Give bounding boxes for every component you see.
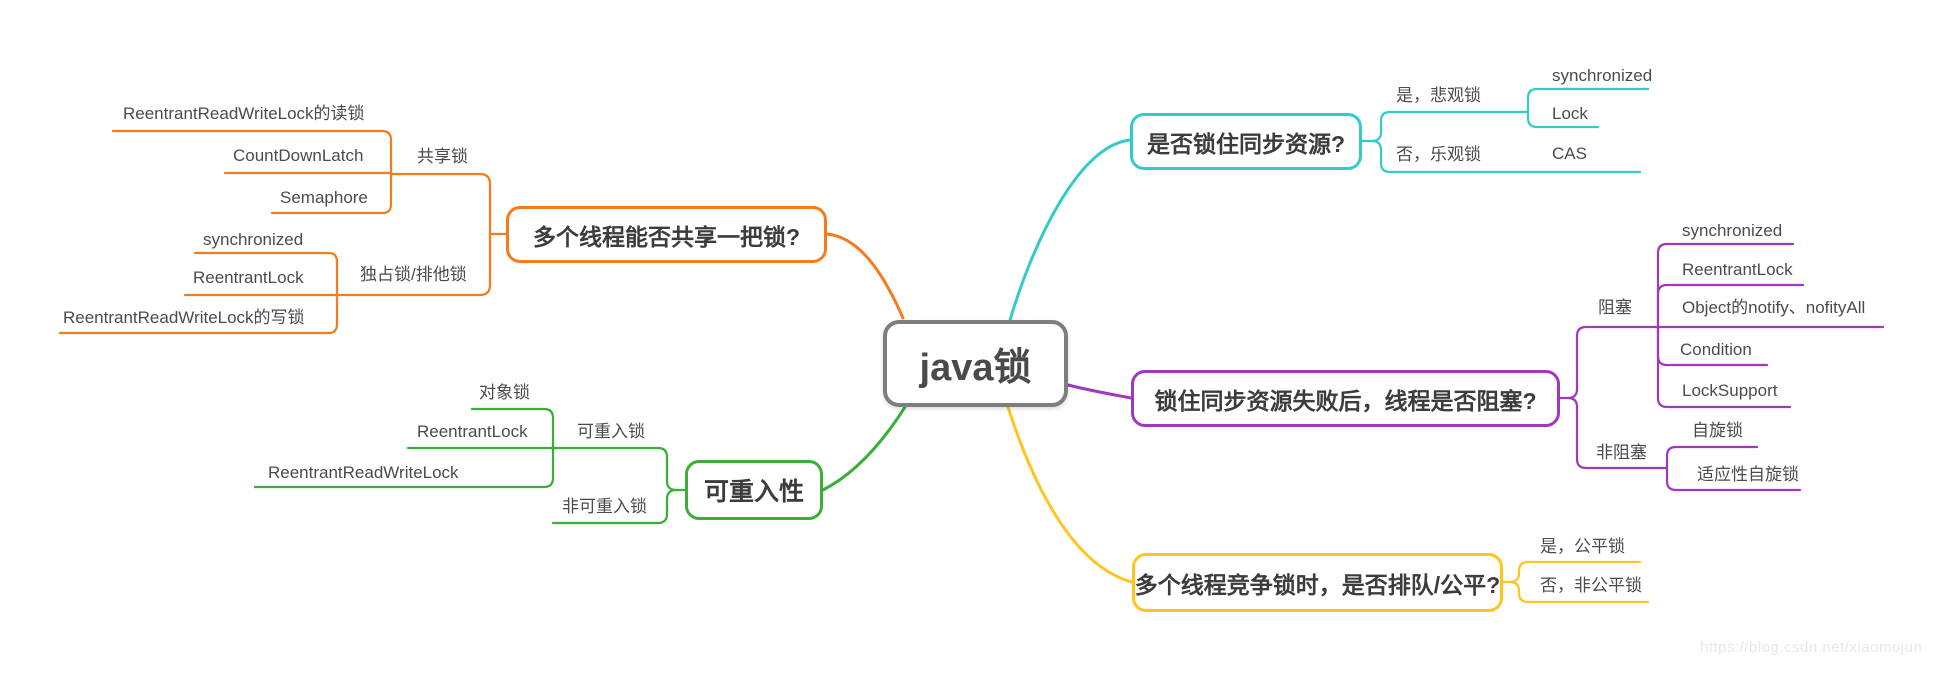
node-synchronized-pessimistic[interactable]: synchronized (1552, 66, 1653, 85)
node-adaptive-spin-lock[interactable]: 适应性自旋锁 (1697, 465, 1799, 484)
topic-reentrancy[interactable]: 可重入性 (685, 460, 823, 520)
reentrancy-branch-links (253, 405, 907, 525)
node-object-lock[interactable]: 对象锁 (479, 383, 530, 402)
node-reentrantlock-exclusive[interactable]: ReentrantLock (193, 268, 304, 287)
topic-sync-resource-question[interactable]: 是否锁住同步资源? (1130, 113, 1362, 170)
topic-blocking-question[interactable]: 锁住同步资源失败后，线程是否阻塞? (1131, 370, 1560, 427)
topic-share-lock-question[interactable]: 多个线程能否共享一把锁? (506, 206, 827, 263)
node-exclusive-lock[interactable]: 独占锁/排他锁 (360, 265, 467, 284)
share-branch-links (58, 129, 905, 335)
node-synchronized-blocking[interactable]: synchronized (1682, 221, 1783, 240)
node-non-reentrant-lock[interactable]: 非可重入锁 (562, 497, 647, 516)
node-cas[interactable]: CAS (1552, 144, 1587, 163)
node-countdownlatch[interactable]: CountDownLatch (233, 146, 364, 165)
topic-fairness-question[interactable]: 多个线程竞争锁时，是否排队/公平? (1132, 553, 1503, 612)
node-rrwl-read-lock[interactable]: ReentrantReadWriteLock的读锁 (123, 104, 365, 123)
central-topic-java-lock[interactable]: java锁 (883, 320, 1068, 407)
node-spin-lock[interactable]: 自旋锁 (1692, 421, 1743, 440)
node-lock-interface[interactable]: Lock (1552, 104, 1588, 123)
node-optimistic-lock[interactable]: 否，乐观锁 (1396, 145, 1481, 164)
node-locksupport[interactable]: LockSupport (1682, 381, 1778, 400)
node-reentrantlock-blocking[interactable]: ReentrantLock (1682, 260, 1793, 279)
node-synchronized-exclusive[interactable]: synchronized (203, 230, 304, 249)
node-rrwl-reentrant[interactable]: ReentrantReadWriteLock (268, 463, 459, 482)
node-rrwl-write-lock[interactable]: ReentrantReadWriteLock的写锁 (63, 308, 305, 327)
node-semaphore[interactable]: Semaphore (280, 188, 368, 207)
node-fair-lock[interactable]: 是，公平锁 (1540, 537, 1625, 556)
node-non-blocking[interactable]: 非阻塞 (1596, 443, 1647, 462)
node-shared-lock[interactable]: 共享锁 (417, 147, 468, 166)
node-reentrantlock-reentrant[interactable]: ReentrantLock (417, 422, 528, 441)
fairness-branch-links (1006, 405, 1650, 604)
node-pessimistic-lock[interactable]: 是，悲观锁 (1396, 86, 1481, 105)
node-object-notify[interactable]: Object的notify、nofityAll (1682, 298, 1866, 317)
node-blocking[interactable]: 阻塞 (1598, 298, 1632, 317)
watermark-url: https://blog.csdn.net/xiaomojun (1700, 639, 1923, 656)
node-condition[interactable]: Condition (1680, 340, 1752, 359)
blocking-branch-links (1066, 242, 1885, 492)
sync-resource-branch-links (1008, 87, 1650, 322)
node-reentrant-lock[interactable]: 可重入锁 (577, 422, 645, 441)
node-unfair-lock[interactable]: 否，非公平锁 (1540, 576, 1642, 595)
